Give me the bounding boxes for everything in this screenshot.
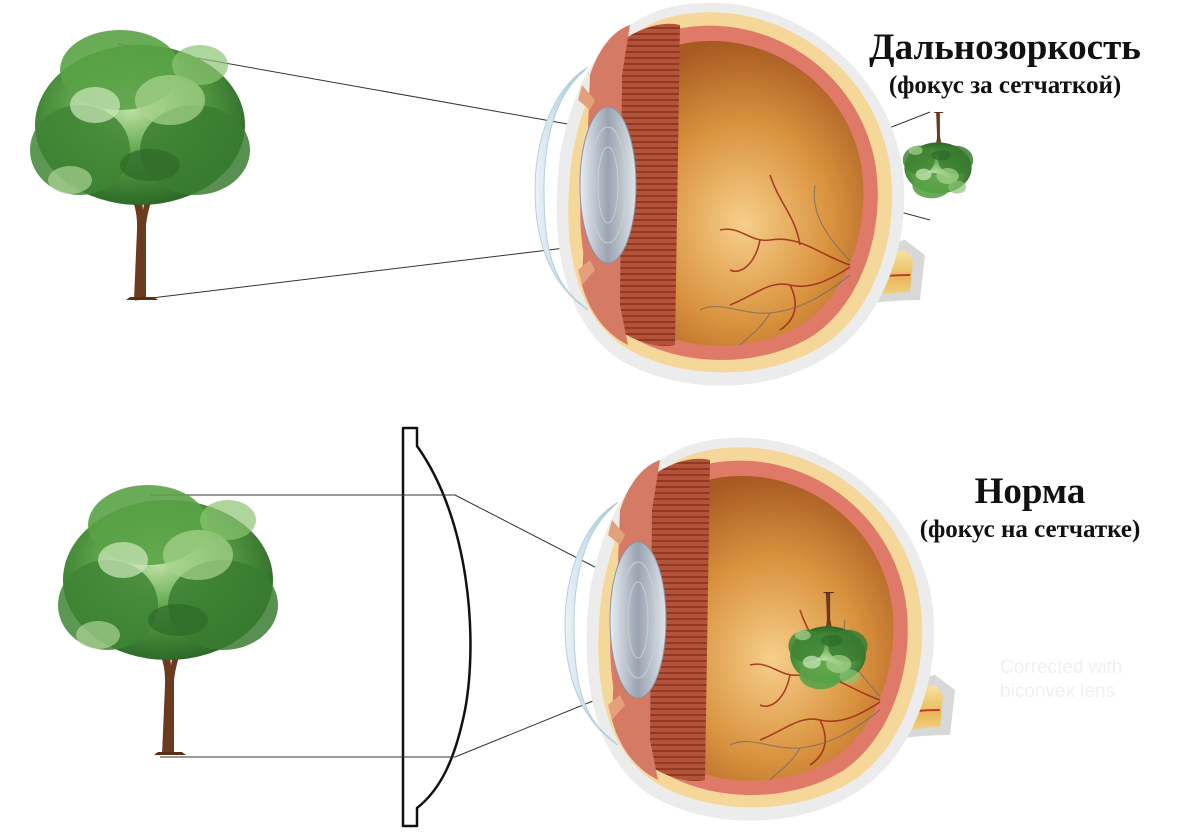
convex-lens-icon	[401, 426, 472, 828]
normal-title: Норма	[974, 471, 1086, 512]
inverted-tree-image-icon	[902, 112, 974, 199]
hyperopia-title: Дальнозоркость	[869, 27, 1141, 68]
bottom-panel	[58, 426, 956, 828]
hyperopia-subtitle: (фокус за сетчаткой)	[888, 72, 1122, 99]
top-panel	[30, 1, 974, 387]
tree-icon	[30, 30, 250, 300]
normal-subtitle: (фокус на сетчатке)	[919, 516, 1141, 543]
tree-icon	[58, 485, 278, 755]
hyperopia-label: Дальнозоркость (фокус за сетчаткой)	[850, 26, 1160, 102]
correction-caption: Corrected with biconvex lens	[1000, 657, 1123, 702]
normal-label: Норма (фокус на сетчатке)	[880, 470, 1180, 546]
